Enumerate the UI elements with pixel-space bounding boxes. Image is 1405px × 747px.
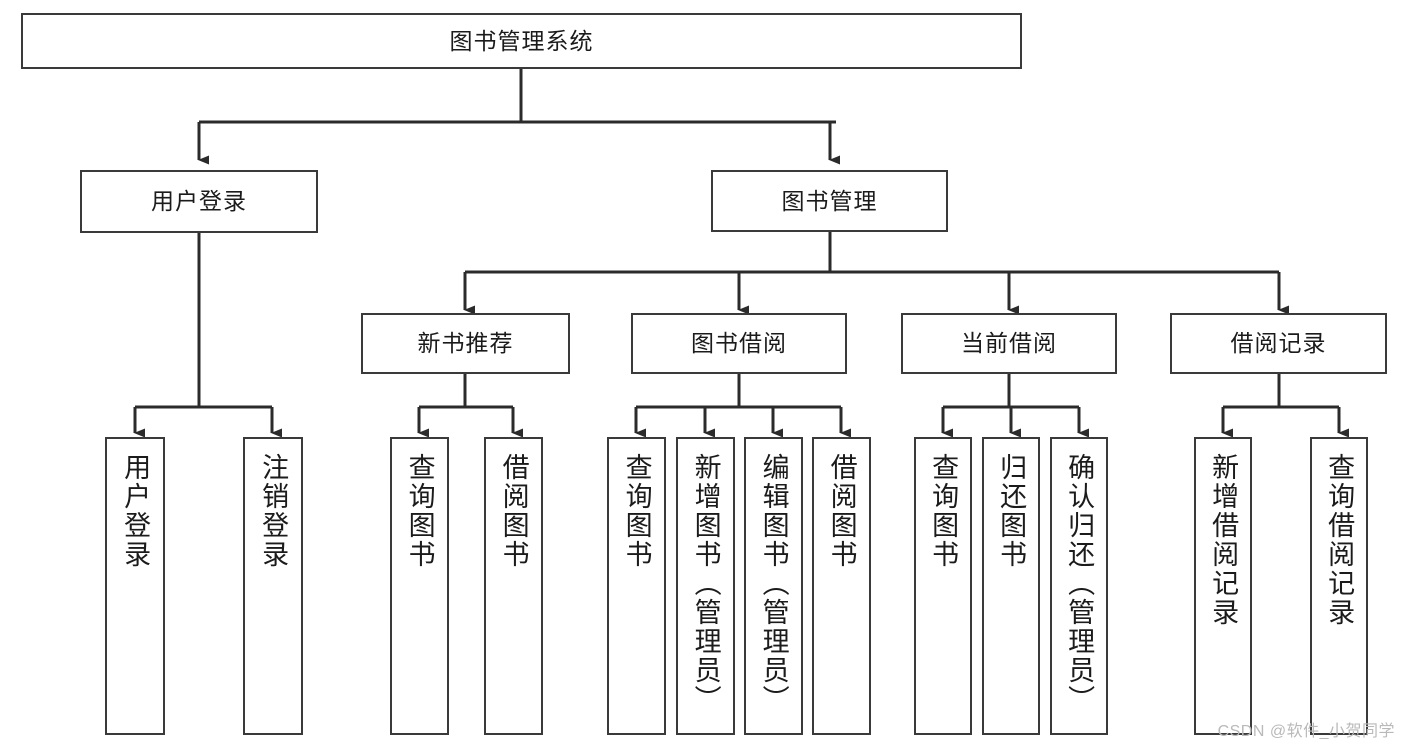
node-borrow-record[interactable]: 借阅记录 [1170,313,1387,374]
node-label: 新增借阅记录 [1208,453,1239,627]
leaf-book-borrow-add[interactable]: 新增图书（管理员） [676,437,735,735]
node-label: 新增图书（管理员） [690,453,721,714]
leaf-book-borrow-lend[interactable]: 借阅图书 [812,437,871,735]
leaf-user-login-signout[interactable]: 注销登录 [243,437,303,735]
node-current-borrow[interactable]: 当前借阅 [901,313,1117,374]
node-label: 借阅图书 [826,453,857,569]
node-root-library-system[interactable]: 图书管理系统 [21,13,1022,69]
leaf-borrow-record-query[interactable]: 查询借阅记录 [1310,437,1368,735]
node-new-book-recommend[interactable]: 新书推荐 [361,313,570,374]
node-label: 查询图书 [621,453,652,569]
node-label: 查询图书 [928,453,959,569]
node-label: 当前借阅 [961,330,1057,357]
leaf-current-borrow-return[interactable]: 归还图书 [982,437,1040,735]
node-label: 借阅记录 [1230,330,1327,357]
leaf-current-borrow-query[interactable]: 查询图书 [914,437,972,735]
node-label: 编辑图书（管理员） [758,453,789,714]
node-label: 查询图书 [404,453,435,569]
node-label: 用户登录 [151,188,247,215]
node-label: 新书推荐 [417,330,514,357]
leaf-user-login-signin[interactable]: 用户登录 [105,437,165,735]
node-label: 查询借阅记录 [1324,453,1355,627]
leaf-new-book-query[interactable]: 查询图书 [390,437,449,735]
node-book-management[interactable]: 图书管理 [711,170,948,232]
leaf-book-borrow-query[interactable]: 查询图书 [607,437,666,735]
node-label: 图书管理系统 [449,27,594,54]
leaf-current-borrow-confirm-return[interactable]: 确认归还（管理员） [1050,437,1108,735]
node-book-borrow[interactable]: 图书借阅 [631,313,847,374]
watermark: CSDN @软件_小贺同学 [1217,723,1395,740]
node-label: 注销登录 [258,453,289,569]
node-label: 确认归还（管理员） [1064,453,1095,714]
node-label: 图书管理 [781,187,878,214]
node-label: 归还图书 [996,453,1027,569]
node-label: 图书借阅 [691,330,787,357]
node-user-login[interactable]: 用户登录 [80,170,318,233]
node-label: 借阅图书 [498,453,529,569]
node-label: 用户登录 [120,453,151,569]
leaf-new-book-borrow[interactable]: 借阅图书 [484,437,543,735]
leaf-borrow-record-add[interactable]: 新增借阅记录 [1194,437,1252,735]
leaf-book-borrow-edit[interactable]: 编辑图书（管理员） [744,437,803,735]
